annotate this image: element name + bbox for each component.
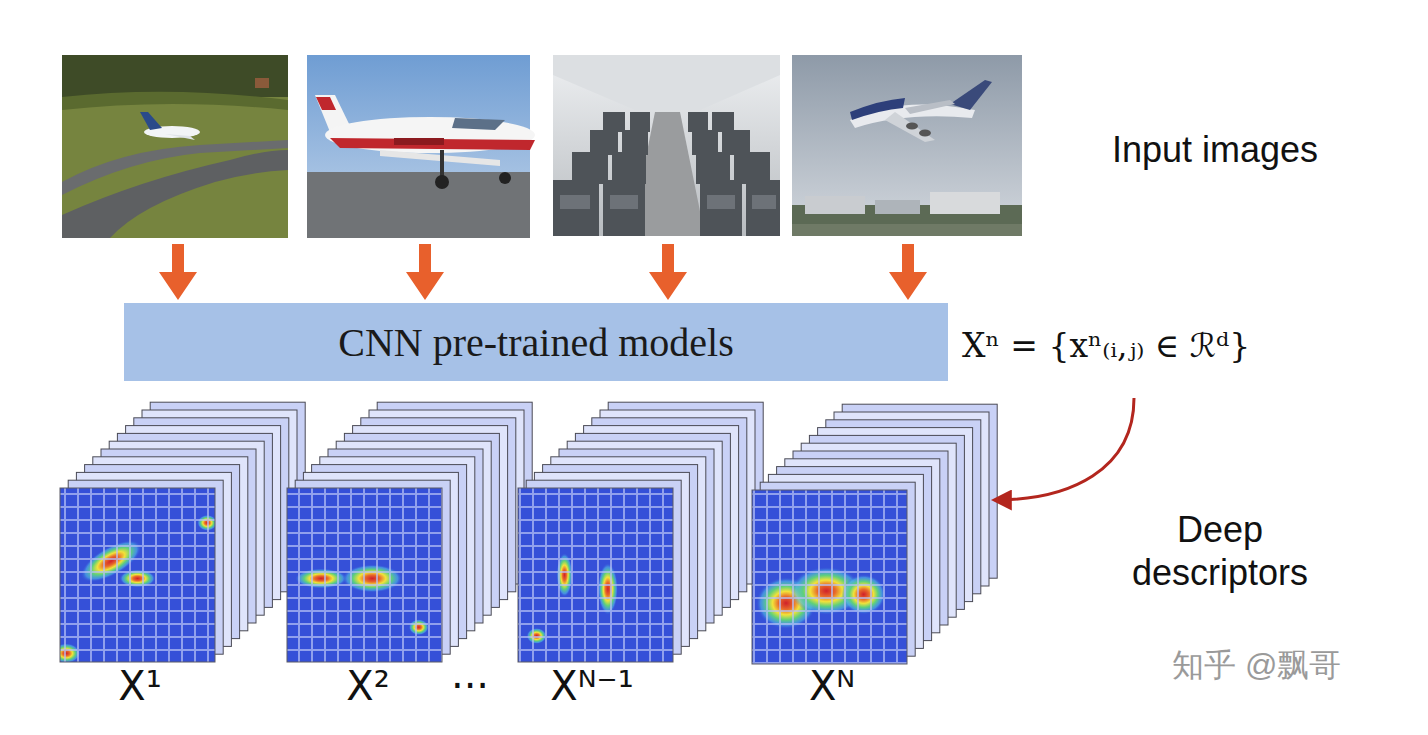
- descriptor-grid: [518, 488, 673, 662]
- feature-map-stack: [52, 402, 305, 663]
- watermark: 知乎 @飘哥: [1172, 646, 1341, 684]
- photo-takeoff: [792, 55, 1022, 236]
- stack-label: X²: [346, 663, 389, 709]
- descriptor-grid: [287, 488, 442, 662]
- feature-map-front: [287, 488, 442, 662]
- feature-map-front: [60, 488, 215, 662]
- photo-cabin: [553, 55, 780, 236]
- orange-arrows: [159, 244, 927, 300]
- section-label: Input images: [1112, 128, 1318, 171]
- formula: Xⁿ = {xⁿ₍ᵢ,ⱼ₎ ∈ ℛᵈ}: [962, 326, 1250, 365]
- stack-label: Xᴺ⁻¹: [550, 663, 633, 709]
- section-label: Deep descriptors: [1132, 509, 1308, 593]
- stack-label: X¹: [118, 662, 161, 710]
- feature-map-front: [752, 490, 907, 664]
- model-band: CNN pre-trained models: [124, 303, 948, 381]
- ellipsis: ···: [451, 663, 489, 709]
- feature-map-stacks: [52, 402, 997, 664]
- stack-label: Xᴺ⁻¹: [550, 662, 633, 710]
- watermark: 知乎 @飘哥: [1172, 647, 1341, 683]
- feature-map-front: [518, 488, 673, 662]
- formula: Xⁿ = {xⁿ₍ᵢ,ⱼ₎ ∈ ℛᵈ}: [962, 326, 1250, 366]
- ellipsis: ···: [451, 662, 489, 710]
- stack-label: Xᴺ: [809, 662, 855, 710]
- pointer-arrow: [995, 398, 1134, 500]
- band-label: CNN pre-trained models: [338, 319, 733, 366]
- section-label: Input images: [1112, 129, 1318, 170]
- descriptor-grid: [752, 490, 907, 664]
- feature-map-stack: [518, 402, 763, 662]
- photo-propeller-plane: [307, 55, 535, 238]
- stack-label: Xᴺ: [809, 663, 855, 709]
- feature-map-stack: [287, 402, 532, 662]
- section-label: Deep descriptors: [1100, 508, 1340, 594]
- stack-label: X²: [346, 662, 389, 710]
- feature-map-stack: [752, 404, 997, 664]
- stack-label: X¹: [118, 663, 161, 709]
- descriptor-grid: [60, 488, 215, 662]
- photo-runway: [62, 55, 288, 238]
